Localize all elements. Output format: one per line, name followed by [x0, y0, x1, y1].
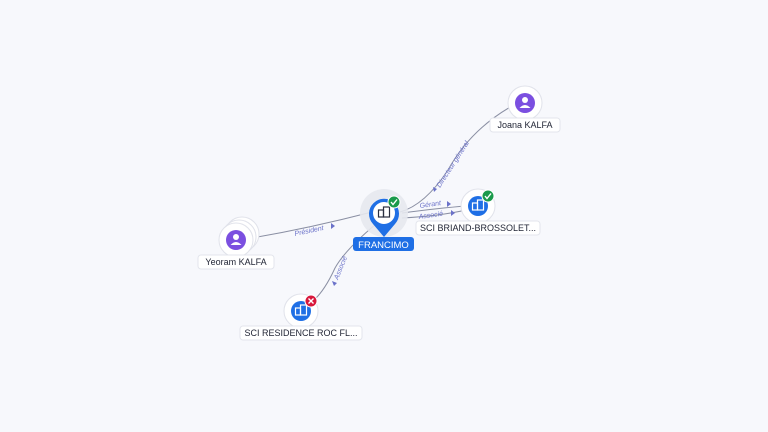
edge-label-associe-briand: Associé [417, 211, 443, 221]
arrow-associe-residence [332, 281, 337, 286]
status-closed-icon [304, 294, 318, 308]
company-icon [377, 206, 391, 218]
status-active-icon [387, 195, 401, 209]
edge-label-associe-residence: Associé [333, 255, 349, 281]
node-label-yeoram: Yeoram KALFA [205, 257, 266, 267]
node-label-residence: SCI RESIDENCE ROC FL... [244, 328, 357, 338]
arrow-gerant [447, 201, 451, 207]
person-icon [515, 93, 535, 113]
node-joana-kalfa[interactable]: Joana KALFA [489, 85, 561, 133]
node-sci-briand-brossolet[interactable]: SCI BRIAND-BROSSOLET... [415, 188, 541, 236]
arrow-directeur [433, 187, 437, 192]
arrow-president [331, 223, 335, 229]
node-francimo[interactable]: FRANCIMO [353, 189, 414, 251]
edge-label-gerant: Gérant [419, 200, 442, 210]
company-icon [291, 301, 311, 321]
node-label-francimo: FRANCIMO [358, 240, 409, 251]
node-label-joana: Joana KALFA [497, 120, 552, 130]
edge-yeoram-francimo[interactable] [251, 211, 373, 239]
status-active-icon [481, 189, 495, 203]
node-yeoram-kalfa[interactable]: Yeoram KALFA [197, 216, 275, 270]
edge-label-directeur: Directeur général [436, 140, 471, 189]
person-icon [226, 230, 246, 250]
edge-francimo-briand-associe[interactable] [401, 209, 467, 219]
node-label-briand: SCI BRIAND-BROSSOLET... [420, 223, 536, 233]
arrow-associe-briand [451, 210, 455, 216]
node-sci-residence-roc[interactable]: SCI RESIDENCE ROC FL... [239, 293, 363, 341]
company-icon [468, 196, 488, 216]
